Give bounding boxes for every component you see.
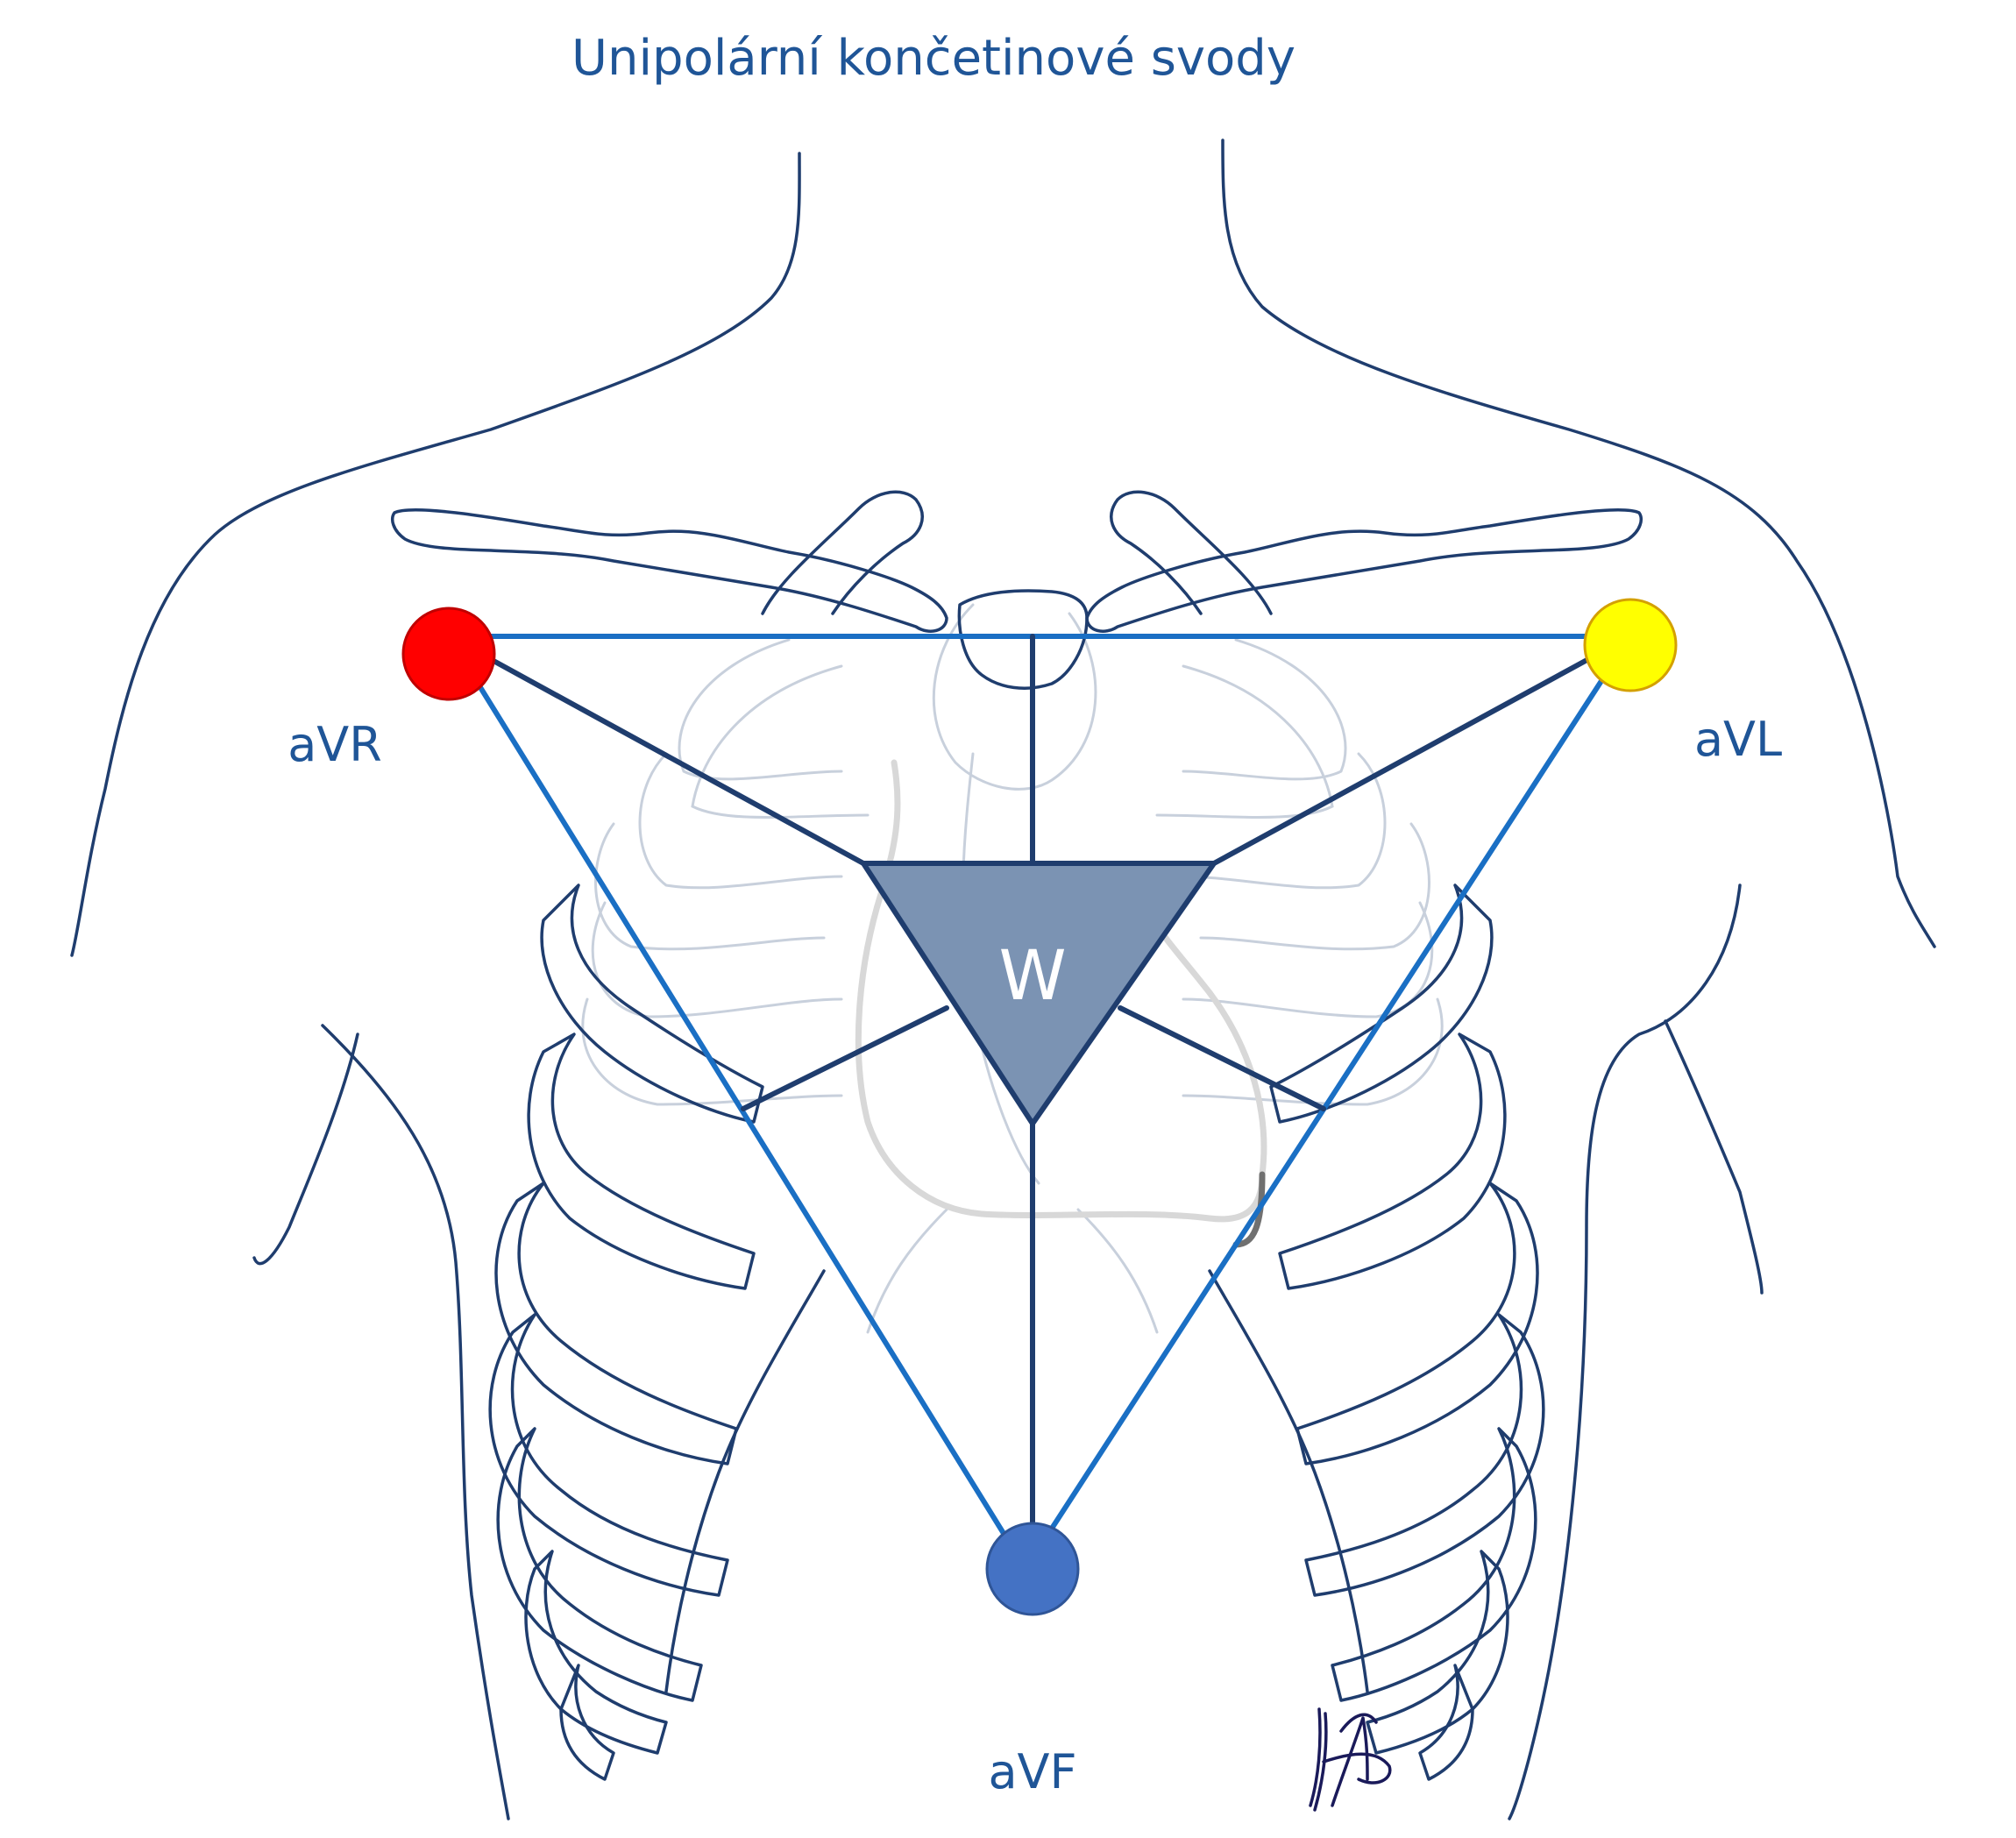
faint-costal-l	[866, 1208, 948, 1334]
rib-right-2	[1278, 1033, 1507, 1290]
costal-margin-left	[664, 1269, 826, 1693]
faint-rib-l6	[581, 997, 843, 1106]
faint-rib-r2	[1155, 664, 1334, 819]
rib-right-6	[1366, 1550, 1509, 1755]
rib-right-5	[1331, 1427, 1537, 1702]
rib-right-3	[1295, 1182, 1539, 1465]
electrode-avr	[401, 607, 496, 701]
line-avl-avf	[1023, 634, 1633, 1572]
rib-right-4	[1304, 1313, 1545, 1597]
faint-rib-l4	[594, 822, 826, 951]
line-avr-w	[446, 634, 866, 866]
right-arm-inner	[1508, 884, 1742, 1820]
rib-left-7	[559, 1664, 615, 1781]
rib-left-1	[540, 884, 764, 1124]
clavicle-left	[391, 507, 948, 633]
costal-margin-right	[1208, 1269, 1369, 1693]
faint-rib-l3	[638, 752, 843, 890]
thorax-faint	[581, 603, 1444, 1334]
line-w-right-bisector	[1118, 1005, 1326, 1111]
author-signature	[1309, 1707, 1392, 1812]
rib-left-2	[527, 1033, 756, 1290]
central-terminal-label: W	[998, 937, 1066, 1016]
label-avf: aVF	[988, 1744, 1076, 1799]
rib-left-6	[524, 1550, 668, 1755]
faint-rib-r6	[1182, 997, 1444, 1106]
sternum-outline	[932, 603, 1097, 791]
electrode-avl	[1583, 598, 1678, 692]
rib-left-4	[488, 1313, 729, 1597]
line-avl-w	[1211, 634, 1633, 866]
manubrium	[957, 589, 1089, 690]
ribs	[488, 884, 1545, 1781]
faint-rib-r5	[1182, 901, 1434, 1018]
faint-rib-l1	[678, 638, 843, 781]
scapula-left	[761, 490, 924, 615]
faint-rib-l2	[691, 664, 870, 819]
neck-right	[1221, 138, 1936, 948]
faint-rib-r3	[1182, 752, 1387, 890]
faint-rib-l5	[591, 901, 843, 1018]
body-outline	[70, 138, 1936, 1820]
heart-apex	[1232, 1171, 1266, 1248]
heart-outline	[855, 759, 1267, 1223]
diagram-title: Unipolární končetinové svody	[571, 30, 1295, 87]
central-terminal-triangle	[861, 861, 1217, 1126]
clavicle-right	[1085, 507, 1643, 633]
rib-right-7	[1418, 1664, 1474, 1781]
lead-lines	[446, 634, 1633, 1572]
signature-stroke-3	[1331, 1716, 1369, 1807]
line-avr-avf	[446, 634, 1028, 1572]
label-avr: aVR	[287, 717, 382, 772]
scapula-right	[1110, 490, 1273, 615]
clavicles	[391, 490, 1643, 690]
center-lines	[446, 634, 1633, 1572]
line-w-left-bisector	[741, 1005, 949, 1111]
label-avl: aVL	[1694, 712, 1782, 767]
signature-stroke-4	[1322, 1752, 1392, 1785]
rib-right-1	[1269, 884, 1494, 1124]
rib-left-5	[496, 1427, 703, 1702]
neck-left	[70, 152, 801, 957]
left-arm-edge	[252, 1033, 359, 1266]
left-arm-inner	[321, 1024, 510, 1820]
electrode-avf	[985, 1522, 1080, 1616]
rib-left-3	[494, 1182, 738, 1465]
faint-rib-r1	[1182, 638, 1347, 781]
faint-rib-r4	[1199, 822, 1430, 951]
faint-costal-r	[1076, 1208, 1159, 1334]
right-arm-edge	[1664, 1019, 1764, 1295]
signature-stroke-2	[1309, 1707, 1322, 1807]
signature-stroke-5	[1339, 1713, 1378, 1733]
